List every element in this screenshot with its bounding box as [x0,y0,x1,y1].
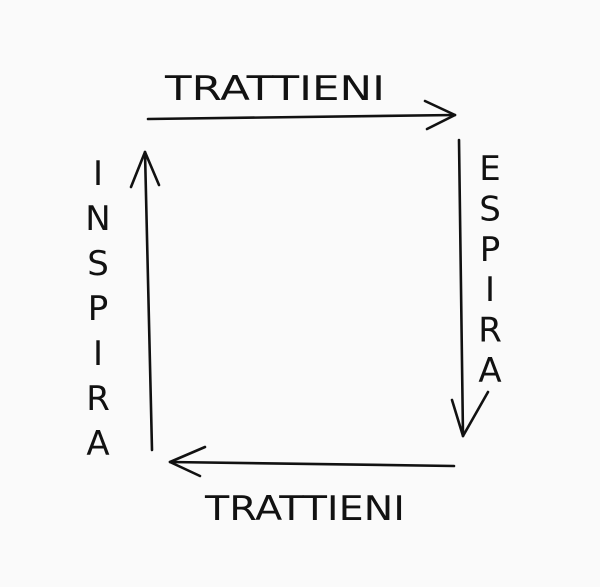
left-label-letter: I [93,334,103,374]
left-label-letter: N [85,199,110,239]
left-label-letter: R [86,379,110,419]
left-label-letter: A [86,424,109,464]
left-arrow [129,150,161,452]
right-label-letter: I [485,270,495,310]
right-label-letter: A [478,351,501,391]
left-label-letter: I [93,154,103,194]
bottom-arrow [168,445,456,478]
left-label-letter: S [87,244,109,284]
right-label-letter: P [480,230,501,270]
left-label-letter: P [88,289,109,329]
top-label: TRATTIENI [164,69,385,109]
bottom-label: TRATTIENI [204,489,405,529]
right-arrow [450,138,490,438]
right-label-letter: E [479,149,500,189]
right-label-letter: R [478,311,502,351]
top-arrow [146,99,457,131]
right-label-letter: S [479,189,501,229]
